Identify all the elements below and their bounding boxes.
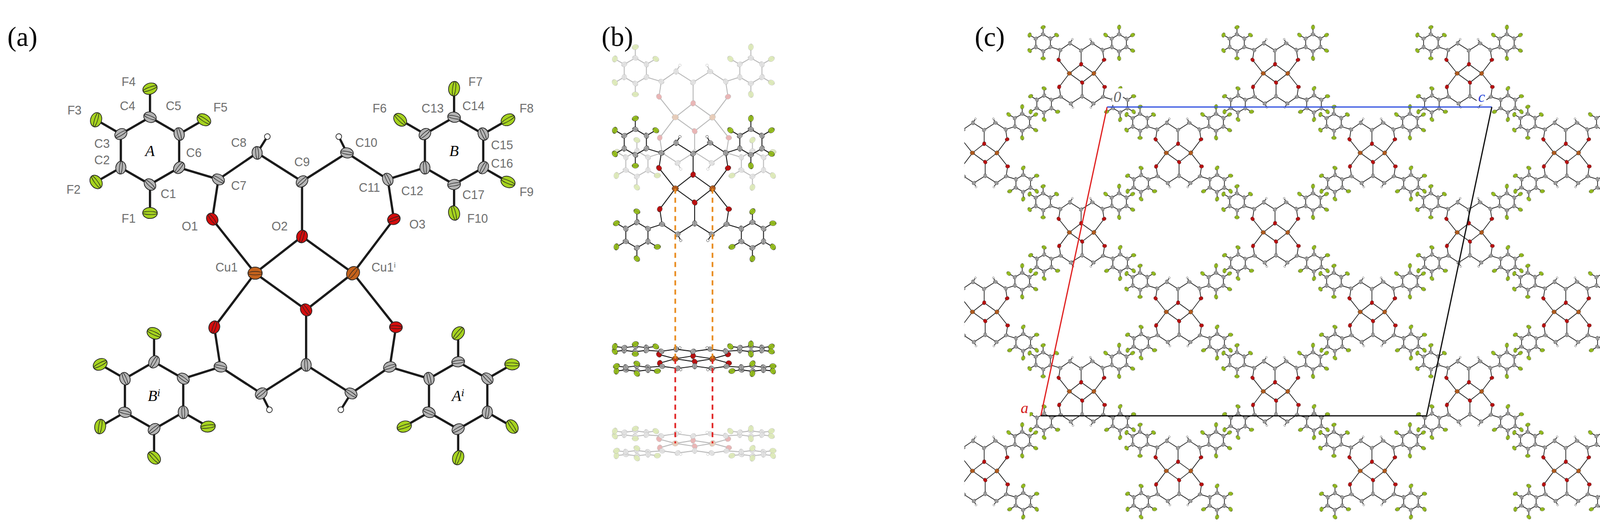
figure-stage: (a)F4F5F3C4C5C3AC6C7C8C9C10C11C2C1F2F1O1… [0, 0, 1600, 529]
